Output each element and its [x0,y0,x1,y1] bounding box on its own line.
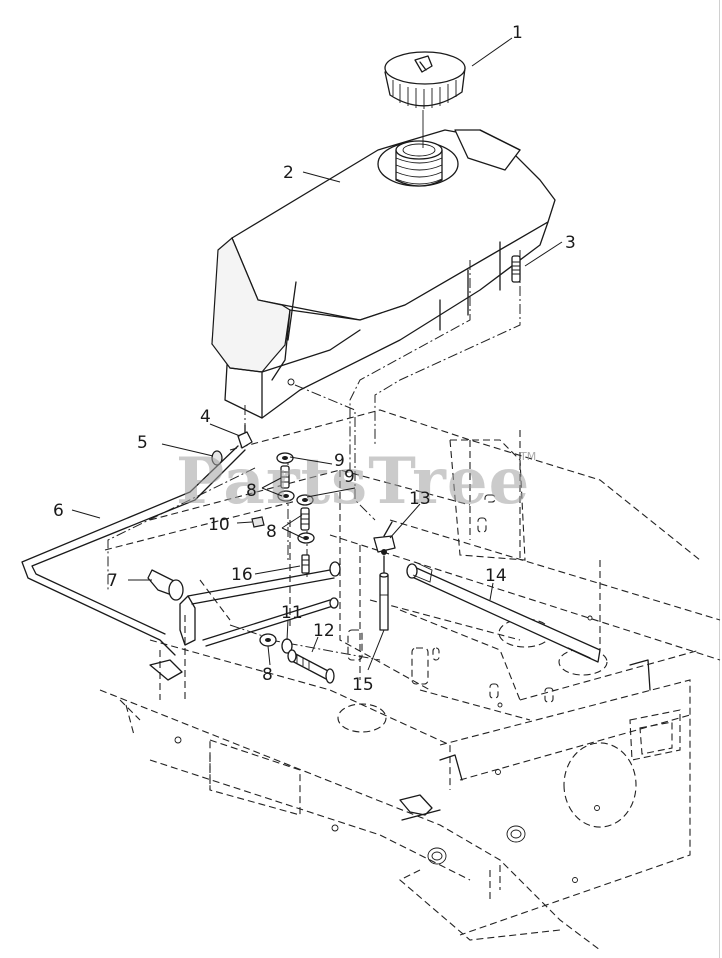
shutoff-bracket [379,572,389,631]
callout-8-c: 8 [262,665,273,685]
callout-15: 15 [352,675,374,695]
assembly-lines [107,250,521,661]
callout-11: 11 [281,603,303,623]
elbow-fitting [237,424,253,449]
washers-and-spacers [259,452,315,647]
fuel-cap [384,51,466,148]
frame-lower-structure [99,615,691,951]
watermark: PartsTree TM [176,444,536,519]
callout-10: 10 [208,515,230,535]
callout-8-b: 8 [266,522,277,542]
front-rods [179,561,341,700]
callout-14: 14 [485,566,507,586]
callout-1: 1 [512,23,523,43]
hose-clamp [211,450,223,466]
fuel-tank [211,129,556,419]
callout-2: 2 [283,163,294,183]
callout-8-a: 8 [246,481,257,501]
frame-dashed-outline [104,409,721,733]
callout-7: 7 [107,571,118,591]
pivot-bolt [287,649,335,684]
shutoff-rod [406,561,601,663]
fuel-filter [147,569,184,601]
leader-lines [71,37,563,671]
callouts: 1 2 3 4 5 6 7 8 9 9 8 10 13 16 14 11 12 … [53,23,576,695]
callout-13: 13 [409,489,431,509]
nut [251,516,265,528]
page-border-right [719,0,720,958]
callout-9-a: 9 [334,451,345,471]
callout-3: 3 [565,233,576,253]
callout-4: 4 [200,407,211,427]
shutoff-valve [373,521,396,576]
callout-9-b: 9 [344,467,355,487]
callout-16: 16 [231,565,253,585]
callout-5: 5 [137,433,148,453]
bolt [301,554,310,574]
fuel-line [21,445,246,656]
callout-6: 6 [53,501,64,521]
watermark-text: PartsTree [176,444,530,519]
watermark-trademark: TM [519,450,536,463]
stud [511,255,521,283]
callout-12: 12 [313,621,335,641]
